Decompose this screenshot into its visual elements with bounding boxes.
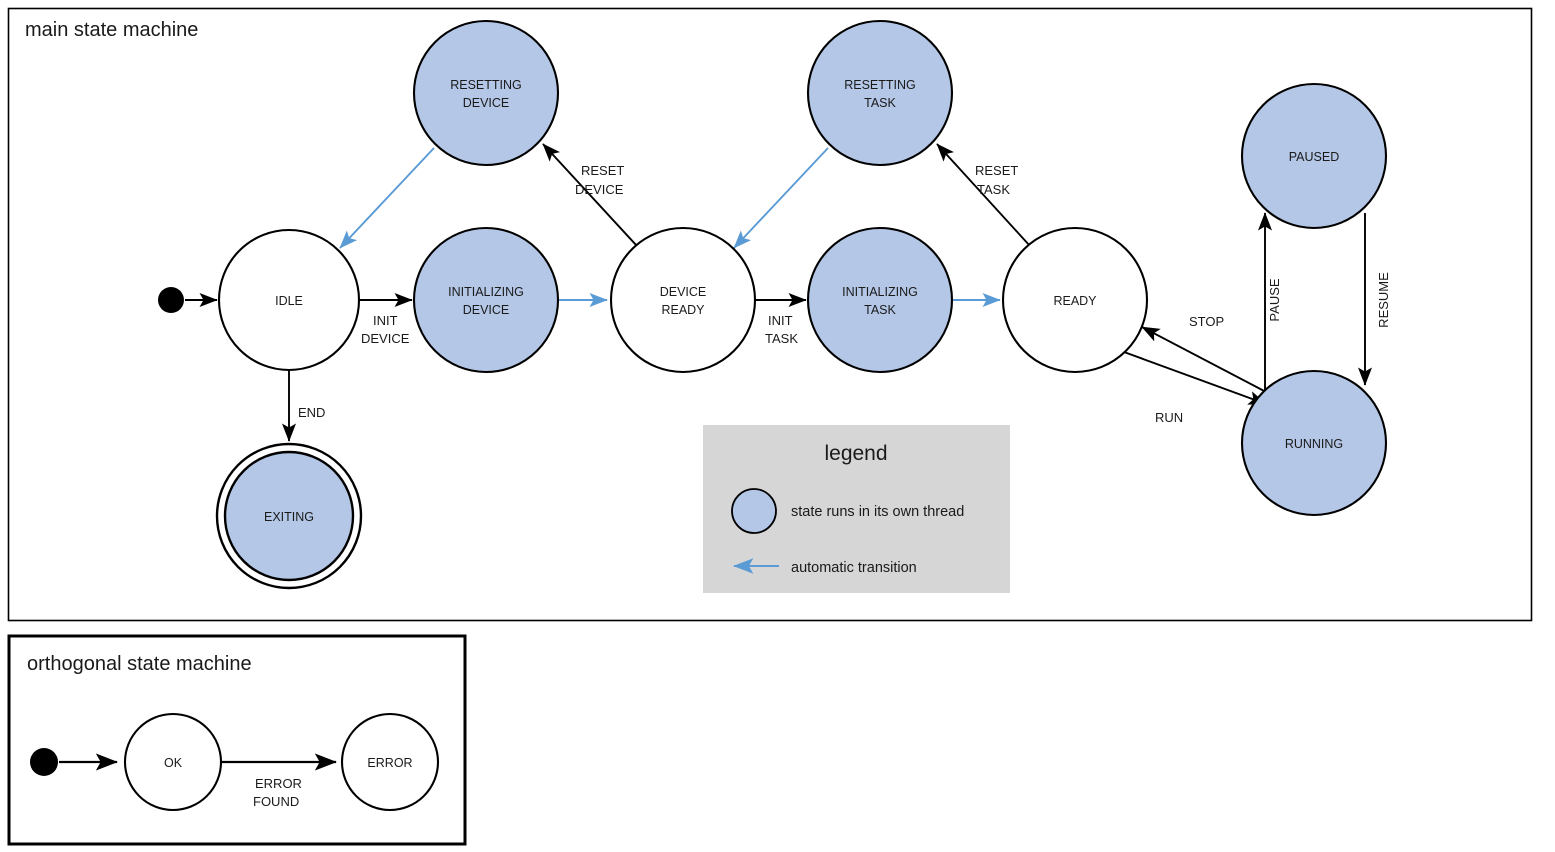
legend-item-auto-label: automatic transition (791, 560, 917, 576)
legend-thread-circle-icon (731, 488, 777, 534)
state-circle (217, 228, 361, 372)
main-frame-title: main state machine (25, 19, 198, 41)
edge-label-line-1: RESET (581, 163, 624, 178)
state-label-line-2: READY (661, 303, 705, 317)
edge-label-line-1: ERROR (255, 776, 302, 791)
state-error[interactable]: ERROR (340, 712, 440, 812)
edge-label-resume: RESUME (1376, 272, 1391, 328)
edge-ready-to-resetting-task (936, 143, 1031, 247)
state-label-line-1: INITIALIZING (842, 285, 918, 299)
edge-label-run: RUN (1155, 410, 1183, 425)
orthogonal-frame-title: orthogonal state machine (27, 653, 252, 675)
edge-label-init-task: INIT TASK (765, 313, 798, 346)
state-idle[interactable]: IDLE (217, 228, 361, 372)
state-label-line-1: ERROR (367, 756, 412, 770)
edge-label-end: END (298, 405, 325, 420)
edge-label-stop: STOP (1189, 314, 1224, 329)
state-label-line-2: DEVICE (463, 303, 510, 317)
edge-resetting-task-to-device-ready (733, 147, 829, 249)
edge-label-init-device: INIT DEVICE (361, 313, 410, 346)
edge-label-line-1: RESET (975, 163, 1018, 178)
state-label-line-1: READY (1053, 294, 1097, 308)
legend: legend state runs in its own thread auto… (703, 425, 1010, 593)
state-circle (1240, 369, 1388, 517)
edge-label-line-1: PAUSE (1267, 278, 1282, 321)
edge-device-ready-to-resetting-device (542, 143, 638, 247)
state-running[interactable]: RUNNING (1240, 369, 1388, 517)
state-resetting-task[interactable]: RESETTING TASK (806, 19, 954, 167)
edge-label-error-found: ERROR FOUND (253, 776, 302, 809)
state-label-line-1: IDLE (275, 294, 303, 308)
initial-state-node-orthogonal (30, 748, 58, 776)
state-label-line-1: OK (164, 756, 183, 770)
edge-label-line-2: FOUND (253, 794, 299, 809)
edge-running-to-ready (1141, 326, 1269, 394)
state-label-line-2: DEVICE (463, 96, 510, 110)
edge-label-line-1: RESUME (1376, 272, 1391, 328)
edge-label-line-1: END (298, 405, 325, 420)
legend-title: legend (824, 442, 887, 465)
state-circle (1240, 82, 1388, 230)
state-label-line-1: RESETTING (450, 78, 522, 92)
state-exiting[interactable]: EXITING (215, 442, 363, 590)
edge-label-line-1: STOP (1189, 314, 1224, 329)
state-circle (806, 226, 954, 374)
edge-ready-to-running (1123, 351, 1267, 405)
state-circle (412, 226, 560, 374)
initial-state-node-main (158, 287, 184, 313)
state-circle (1001, 226, 1149, 374)
state-circle (609, 226, 757, 374)
state-initializing-device[interactable]: INITIALIZING DEVICE (412, 226, 560, 374)
state-circle (223, 450, 355, 582)
state-paused[interactable]: PAUSED (1240, 82, 1388, 230)
state-label-line-2: TASK (864, 96, 896, 110)
state-circle (340, 712, 440, 812)
state-circle (412, 19, 560, 167)
edge-label-line-2: TASK (977, 182, 1010, 197)
edge-label-line-1: INIT (373, 313, 398, 328)
state-label-line-1: RUNNING (1285, 437, 1343, 451)
state-label-line-1: INITIALIZING (448, 285, 524, 299)
edge-label-line-2: DEVICE (575, 182, 624, 197)
edge-label-reset-task: RESET TASK (975, 163, 1018, 197)
state-initializing-task[interactable]: INITIALIZING TASK (806, 226, 954, 374)
state-circle (806, 19, 954, 167)
edge-label-line-1: INIT (768, 313, 793, 328)
state-ready[interactable]: READY (1001, 226, 1149, 374)
state-device-ready[interactable]: DEVICE READY (609, 226, 757, 374)
edge-label-pause: PAUSE (1267, 278, 1282, 321)
state-label-line-1: RESETTING (844, 78, 916, 92)
legend-item-thread-label: state runs in its own thread (791, 504, 964, 520)
edge-label-line-1: RUN (1155, 410, 1183, 425)
edge-resetting-device-to-idle (339, 147, 435, 249)
state-label-line-1: EXITING (264, 510, 314, 524)
state-label-line-1: PAUSED (1289, 150, 1339, 164)
state-label-line-1: DEVICE (660, 285, 707, 299)
edge-label-line-2: TASK (765, 331, 798, 346)
state-label-line-2: TASK (864, 303, 896, 317)
edge-label-reset-device: RESET DEVICE (575, 163, 624, 197)
state-circle (123, 712, 223, 812)
state-resetting-device[interactable]: RESETTING DEVICE (412, 19, 560, 167)
edge-label-line-2: DEVICE (361, 331, 410, 346)
state-ok[interactable]: OK (123, 712, 223, 812)
